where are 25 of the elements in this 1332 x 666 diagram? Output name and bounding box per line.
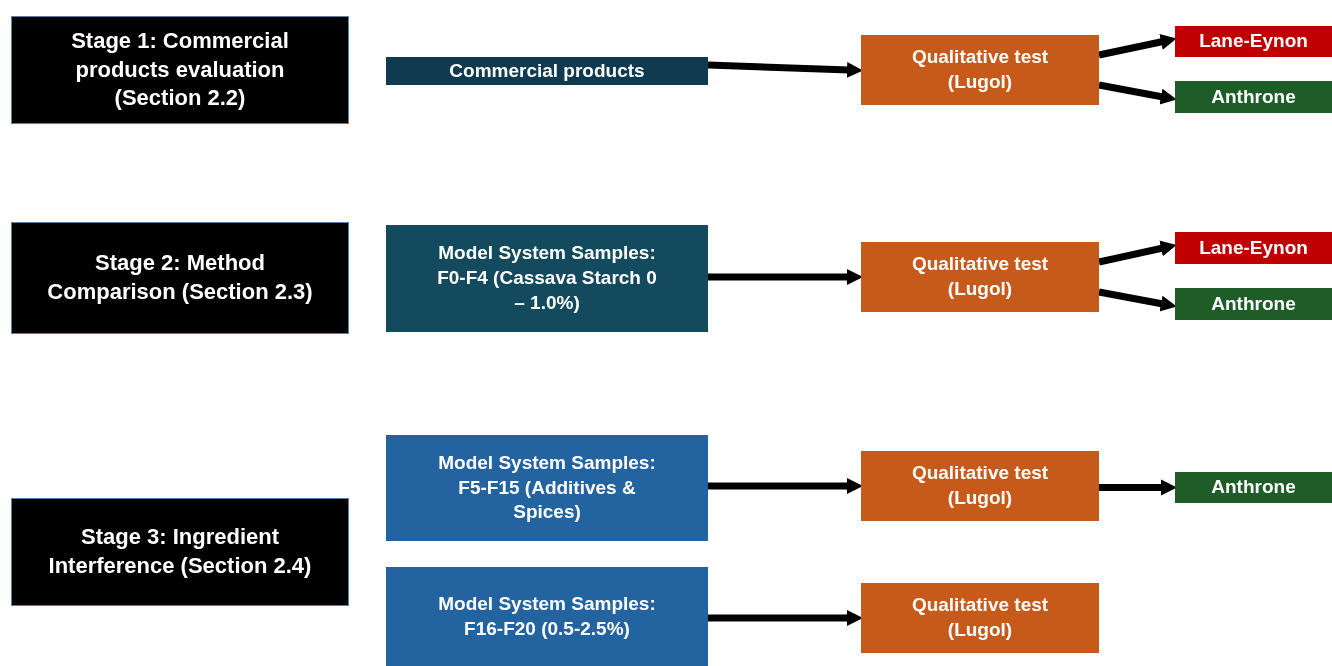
- arrow: [1098, 81, 1177, 105]
- arrow: [1098, 240, 1177, 266]
- method-box: Anthrone: [1175, 288, 1332, 320]
- arrow: [708, 269, 863, 285]
- arrow: [1098, 288, 1177, 312]
- stage-box: Stage 3: Ingredient Interference (Section 2.4): [11, 498, 349, 606]
- arrow: [1099, 479, 1177, 496]
- method-box: Anthrone: [1175, 81, 1332, 113]
- test-box: Qualitative test (Lugol): [861, 242, 1099, 312]
- stage-box: Stage 2: Method Comparison (Section 2.3): [11, 222, 349, 334]
- arrow: [707, 61, 863, 78]
- method-box: Anthrone: [1175, 472, 1332, 503]
- arrow: [708, 478, 863, 494]
- sample-box: Commercial products: [386, 57, 708, 85]
- test-box: Qualitative test (Lugol): [861, 451, 1099, 521]
- method-box: Lane-Eynon: [1175, 26, 1332, 57]
- test-box: Qualitative test (Lugol): [861, 35, 1099, 105]
- stage-box: Stage 1: Commercial products evaluation (Section 2.2): [11, 16, 349, 124]
- test-box: Qualitative test (Lugol): [861, 583, 1099, 653]
- sample-box: Model System Samples: F0-F4 (Cassava Starch 0 – 1.0%): [386, 225, 708, 332]
- sample-box: Model System Samples: F5-F15 (Additives & Spices): [386, 435, 708, 541]
- arrow: [708, 610, 863, 626]
- sample-box: Model System Samples: F16-F20 (0.5-2.5%): [386, 567, 708, 666]
- arrow: [1098, 34, 1177, 59]
- method-box: Lane-Eynon: [1175, 232, 1332, 264]
